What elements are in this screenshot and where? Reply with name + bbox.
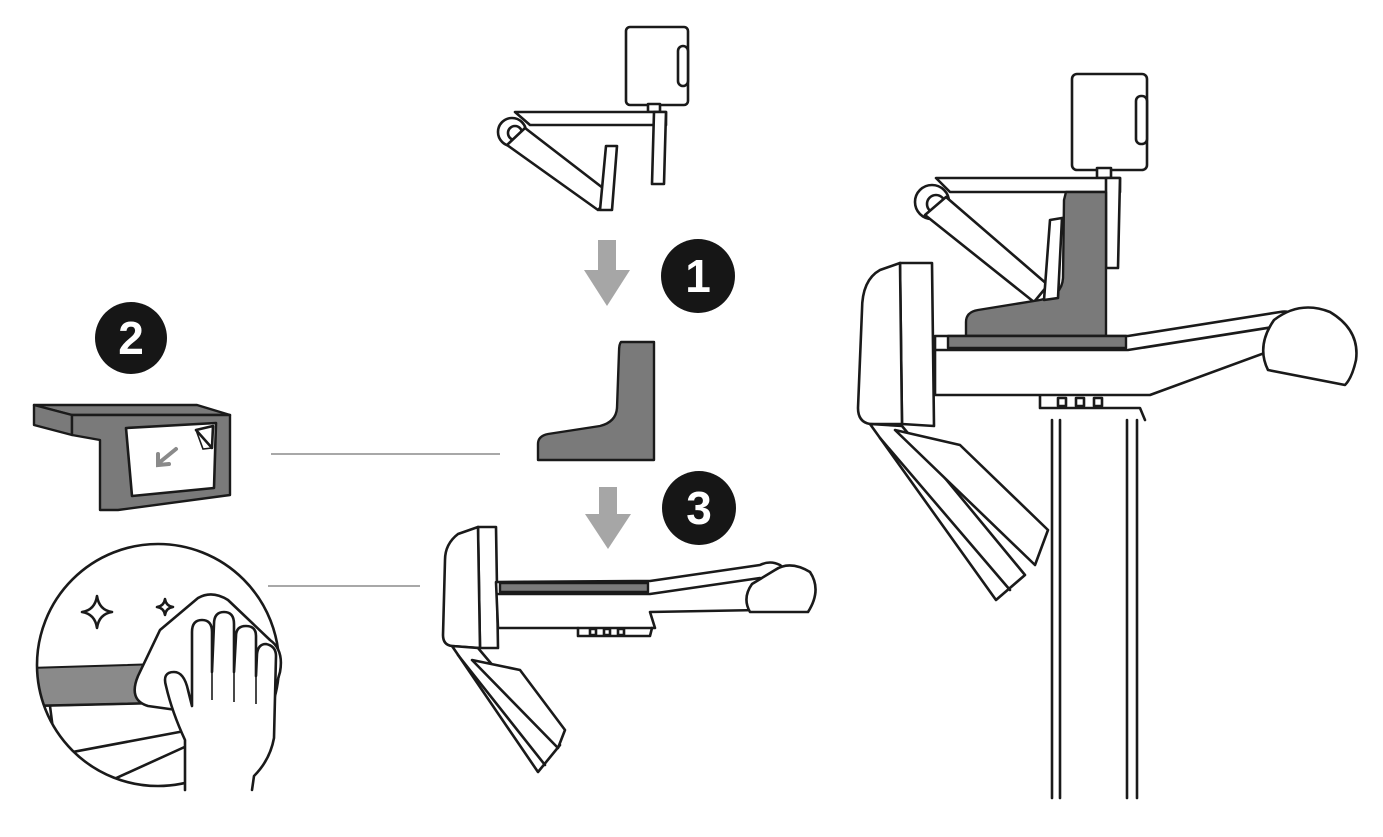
mounting-pad-icon: [536, 340, 656, 462]
monitor-pad-small-icon: [441, 525, 817, 774]
step-3-badge: 3: [662, 471, 736, 545]
step-1-number: 1: [685, 250, 711, 302]
cleaning-surface-icon: [35, 542, 283, 792]
step-1-badge: 1: [661, 239, 735, 313]
down-arrow-3-icon: [585, 487, 631, 549]
step-3-number: 3: [686, 482, 712, 534]
adhesive-peel-icon: [32, 403, 232, 512]
final-assembly-icon: [856, 72, 1358, 800]
step-2-badge: 2: [95, 302, 167, 374]
down-arrow-1-icon: [584, 240, 630, 306]
hand-icon: [163, 610, 278, 792]
sparkle-large-icon: [80, 594, 114, 630]
webcam-clip-top-icon: [496, 25, 690, 212]
step-2-number: 2: [118, 312, 144, 364]
sparkle-small-icon: [155, 597, 175, 617]
